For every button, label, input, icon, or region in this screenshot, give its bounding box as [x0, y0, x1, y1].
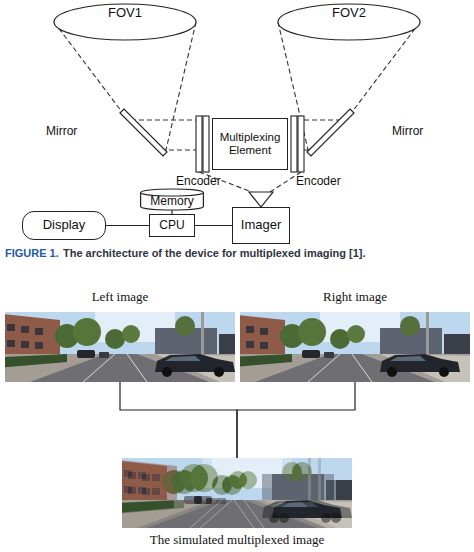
cpu-box: CPU — [149, 214, 195, 237]
encoder-symbol — [203, 116, 209, 172]
connector-line — [195, 225, 232, 226]
node-text: Right image — [323, 290, 387, 305]
connector-line — [120, 382, 237, 458]
mirror-symbol — [307, 109, 354, 156]
figure-caption: The architecture of the device for multi… — [63, 246, 468, 260]
node-text: FOV2 — [332, 6, 366, 21]
node-text: FOV1 — [108, 6, 142, 21]
imager-box: Imager — [232, 207, 290, 244]
multiplexing-box: Multiplexing Element — [212, 118, 288, 170]
ellipse-outline — [278, 4, 420, 40]
field-of-view: FOV1 — [53, 3, 197, 41]
multiplexed-photo — [122, 458, 352, 528]
part-label: Mirror — [46, 124, 77, 138]
part-label: Encoder — [296, 174, 341, 188]
connector-line — [237, 382, 355, 458]
memory-cylinder: Memory — [140, 189, 204, 210]
figure-number: FIGURE 1. — [5, 246, 59, 260]
node-text: CPU — [159, 219, 184, 233]
left-photo — [5, 312, 235, 382]
part-label: Mirror — [392, 124, 423, 138]
node-text: Multiplexing Element — [219, 131, 281, 157]
ray-line — [165, 22, 196, 154]
mirror-symbol — [120, 109, 167, 156]
lens-symbol — [249, 192, 273, 207]
display-box: Display — [22, 211, 106, 240]
node-text: Memory — [150, 195, 193, 209]
street-photo-overlay — [122, 458, 352, 528]
connector-line — [171, 210, 172, 214]
right-photo — [240, 312, 470, 382]
connector-line — [106, 225, 149, 226]
light-rays — [54, 22, 420, 192]
ray-line — [131, 119, 196, 120]
image-panel: The simulated multiplexed image — [122, 458, 352, 548]
street-photo — [5, 312, 235, 382]
image-panel: Left image — [5, 290, 235, 382]
node-text: Display — [43, 218, 86, 233]
ray-line — [304, 119, 343, 120]
node-text: The simulated multiplexed image — [150, 533, 324, 548]
ellipse-outline — [54, 4, 196, 40]
field-of-view: FOV2 — [277, 3, 421, 41]
encoder-symbol — [298, 116, 304, 172]
node-text: Left image — [92, 290, 149, 305]
part-label: Encoder — [176, 174, 221, 188]
street-photo — [240, 312, 470, 382]
encoder-symbol — [291, 116, 297, 172]
cylinder-body — [141, 189, 204, 210]
encoder-symbol — [196, 116, 202, 172]
node-text: Imager — [241, 218, 281, 233]
image-panel: Right image — [240, 290, 470, 382]
ray-line — [161, 149, 196, 150]
